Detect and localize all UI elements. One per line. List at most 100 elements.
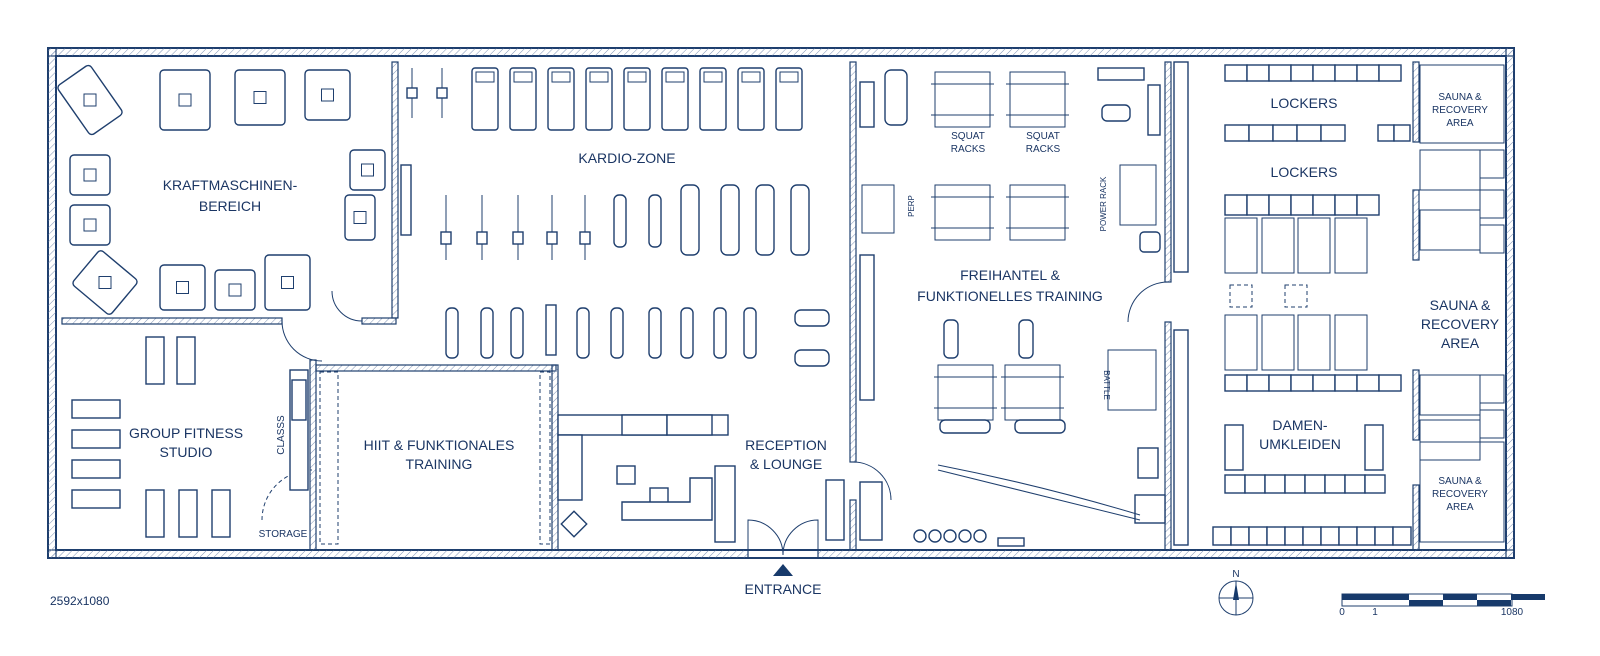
locker <box>1320 526 1340 546</box>
label-kardio: KARDIO-ZONE <box>578 150 675 166</box>
treadmill <box>699 67 727 131</box>
locker <box>1324 474 1346 494</box>
scale-bar-segment <box>1342 594 1375 600</box>
sauna-bench <box>1419 209 1481 251</box>
sauna-bench <box>1419 419 1481 461</box>
locker <box>1284 474 1306 494</box>
exercise-mat <box>145 336 165 385</box>
strength-machine <box>304 69 351 121</box>
exercise-mat <box>71 459 121 479</box>
kettlebell <box>958 529 972 543</box>
locker <box>1248 526 1268 546</box>
scale-tick-0: 0 <box>1339 607 1345 618</box>
strength-machine <box>69 204 111 246</box>
locker <box>1393 124 1411 142</box>
treadmill <box>661 67 689 131</box>
label-damen-umkleiden: DAMEN-UMKLEIDEN <box>1259 417 1341 452</box>
locker-banks <box>1212 64 1505 546</box>
locker <box>1290 64 1314 82</box>
locker <box>1224 474 1246 494</box>
treadmill-console <box>589 71 609 83</box>
toilet <box>1479 374 1505 404</box>
squat-rack <box>934 71 991 128</box>
squat-rack <box>934 184 991 241</box>
kettlebell <box>928 529 942 543</box>
label-storage: STORAGE <box>259 529 308 540</box>
weight-bench <box>939 419 991 434</box>
shower-stall <box>1224 217 1258 274</box>
power-rack <box>1119 164 1157 226</box>
locker <box>1312 374 1336 392</box>
landmine <box>1101 104 1131 122</box>
scale-bar-segment <box>1409 600 1443 606</box>
battle-rope <box>937 464 1141 516</box>
locker <box>1356 194 1380 216</box>
bench-press <box>884 69 908 126</box>
kettlebell <box>913 529 927 543</box>
label-classs: CLASSS <box>276 415 287 455</box>
sauna-bench <box>1419 374 1481 416</box>
exercise-bike <box>445 307 459 359</box>
toilet-stall <box>1261 314 1295 371</box>
free-weight-equipment <box>859 67 1166 547</box>
floor-drain <box>1284 284 1308 308</box>
treadmill-console <box>627 71 647 83</box>
locker <box>1338 526 1358 546</box>
stepper-pedal <box>436 87 448 99</box>
machine-seat <box>83 168 97 182</box>
locker <box>1266 526 1286 546</box>
strength-machine <box>234 69 286 126</box>
reception-furniture <box>557 414 883 543</box>
label-power-rack: POWER RACK <box>1099 176 1108 231</box>
machine-seat <box>361 163 374 177</box>
treadmill-console <box>475 71 495 83</box>
rower-seat <box>440 231 452 245</box>
toilet-stall <box>1224 314 1258 371</box>
treadmill-console <box>779 71 799 83</box>
machine-seat <box>321 88 334 102</box>
locker <box>1296 124 1322 142</box>
locker <box>1356 374 1380 392</box>
treadmill <box>509 67 537 131</box>
treadmill <box>775 67 803 131</box>
label-freihantel: FREIHANTEL &FUNKTIONELLES TRAINING <box>917 267 1103 304</box>
machine-seat <box>83 93 97 107</box>
exercise-bike <box>648 194 662 248</box>
shower-stall <box>1334 217 1368 274</box>
label-kraft: KRAFTMASCHINEN-BEREICH <box>163 177 298 214</box>
locker <box>1320 124 1346 142</box>
locker <box>1246 194 1270 216</box>
exercise-bike <box>680 307 694 359</box>
machine-seat <box>98 276 112 289</box>
locker <box>1268 194 1292 216</box>
locker <box>1268 374 1292 392</box>
locker <box>1272 124 1298 142</box>
weight-bench <box>1014 419 1066 434</box>
room-labels: KRAFTMASCHINEN-BEREICH KARDIO-ZONE SQUAT… <box>129 92 1500 597</box>
toilet <box>1479 224 1505 254</box>
exercise-mat <box>71 429 121 449</box>
interior-walls <box>61 61 1420 556</box>
toilet-stall <box>1334 314 1368 371</box>
locker <box>1312 194 1336 216</box>
shower-stall <box>1261 217 1295 274</box>
treadmill <box>471 67 499 131</box>
machine-seat <box>178 93 192 107</box>
compass-icon: N <box>1218 569 1254 616</box>
elliptical <box>680 184 700 256</box>
exercise-bike <box>613 194 627 248</box>
treadmill <box>737 67 765 131</box>
locker <box>1312 64 1336 82</box>
elliptical <box>790 184 810 256</box>
machine-seat <box>83 218 97 232</box>
locker <box>1290 194 1314 216</box>
machine-seat <box>228 283 242 297</box>
locker <box>1334 64 1358 82</box>
locker <box>1378 374 1402 392</box>
squat-rack <box>1004 364 1061 421</box>
locker <box>1356 64 1380 82</box>
